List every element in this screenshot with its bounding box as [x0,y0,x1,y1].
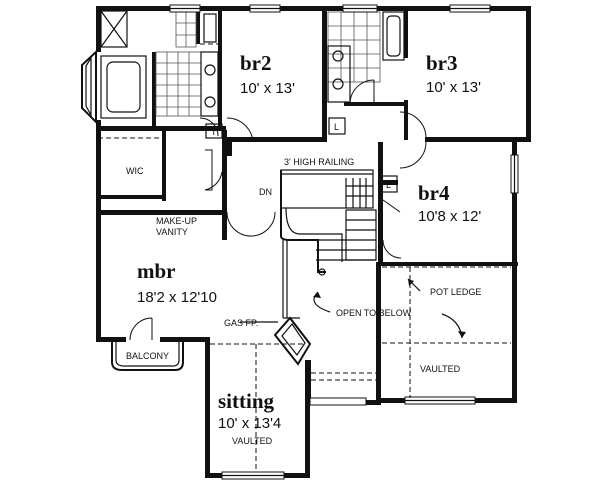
closet-boxes [205,117,398,193]
dashed-lines [98,137,511,472]
wic-label: WIC [126,166,144,176]
br4-dims: 10'8 x 12' [418,208,481,225]
gas-fireplace [273,316,312,366]
open-below-label: OPEN TO BELOW [336,308,412,318]
bay-window [81,49,147,125]
arrows [240,278,466,339]
l-label-1: L [334,122,339,132]
sitting-name: sitting [218,389,275,413]
makeup-label-2: VANITY [156,227,188,237]
doors [129,111,427,341]
balcony [111,342,184,371]
bath2-tiles [327,11,405,103]
br2-dims: 10' x 13' [240,80,295,97]
br4-name: br4 [418,181,450,205]
gas-fp-label: GAS FP. [224,318,258,328]
br3-name: br3 [426,51,458,75]
windows [169,4,519,480]
makeup-label-1: MAKE-UP [156,216,197,226]
br3-dims: 10' x 13' [426,79,481,96]
pot-ledge-label: POT LEDGE [430,287,481,297]
sitting-vaulted: VAULTED [232,436,273,446]
stairs [280,169,377,319]
exterior-walls [96,6,531,478]
t-label: T [211,127,217,137]
br2-name: br2 [240,51,272,75]
dn-label: DN [259,187,272,197]
sitting-dims: 10' x 13'4 [218,415,281,432]
bath1-tiles [100,10,219,117]
railing-label: 3' HIGH RAILING [284,157,354,167]
l-label-2: L [386,180,391,190]
interior-walls [96,8,518,266]
mbr-dims: 18'2 x 12'10 [137,289,217,306]
mbr-name: mbr [137,259,176,283]
vaulted-label: VAULTED [420,364,461,374]
text-labels: br2 10' x 13' br3 10' x 13' br4 10'8 x 1… [126,51,481,446]
balcony-label: BALCONY [126,351,169,361]
